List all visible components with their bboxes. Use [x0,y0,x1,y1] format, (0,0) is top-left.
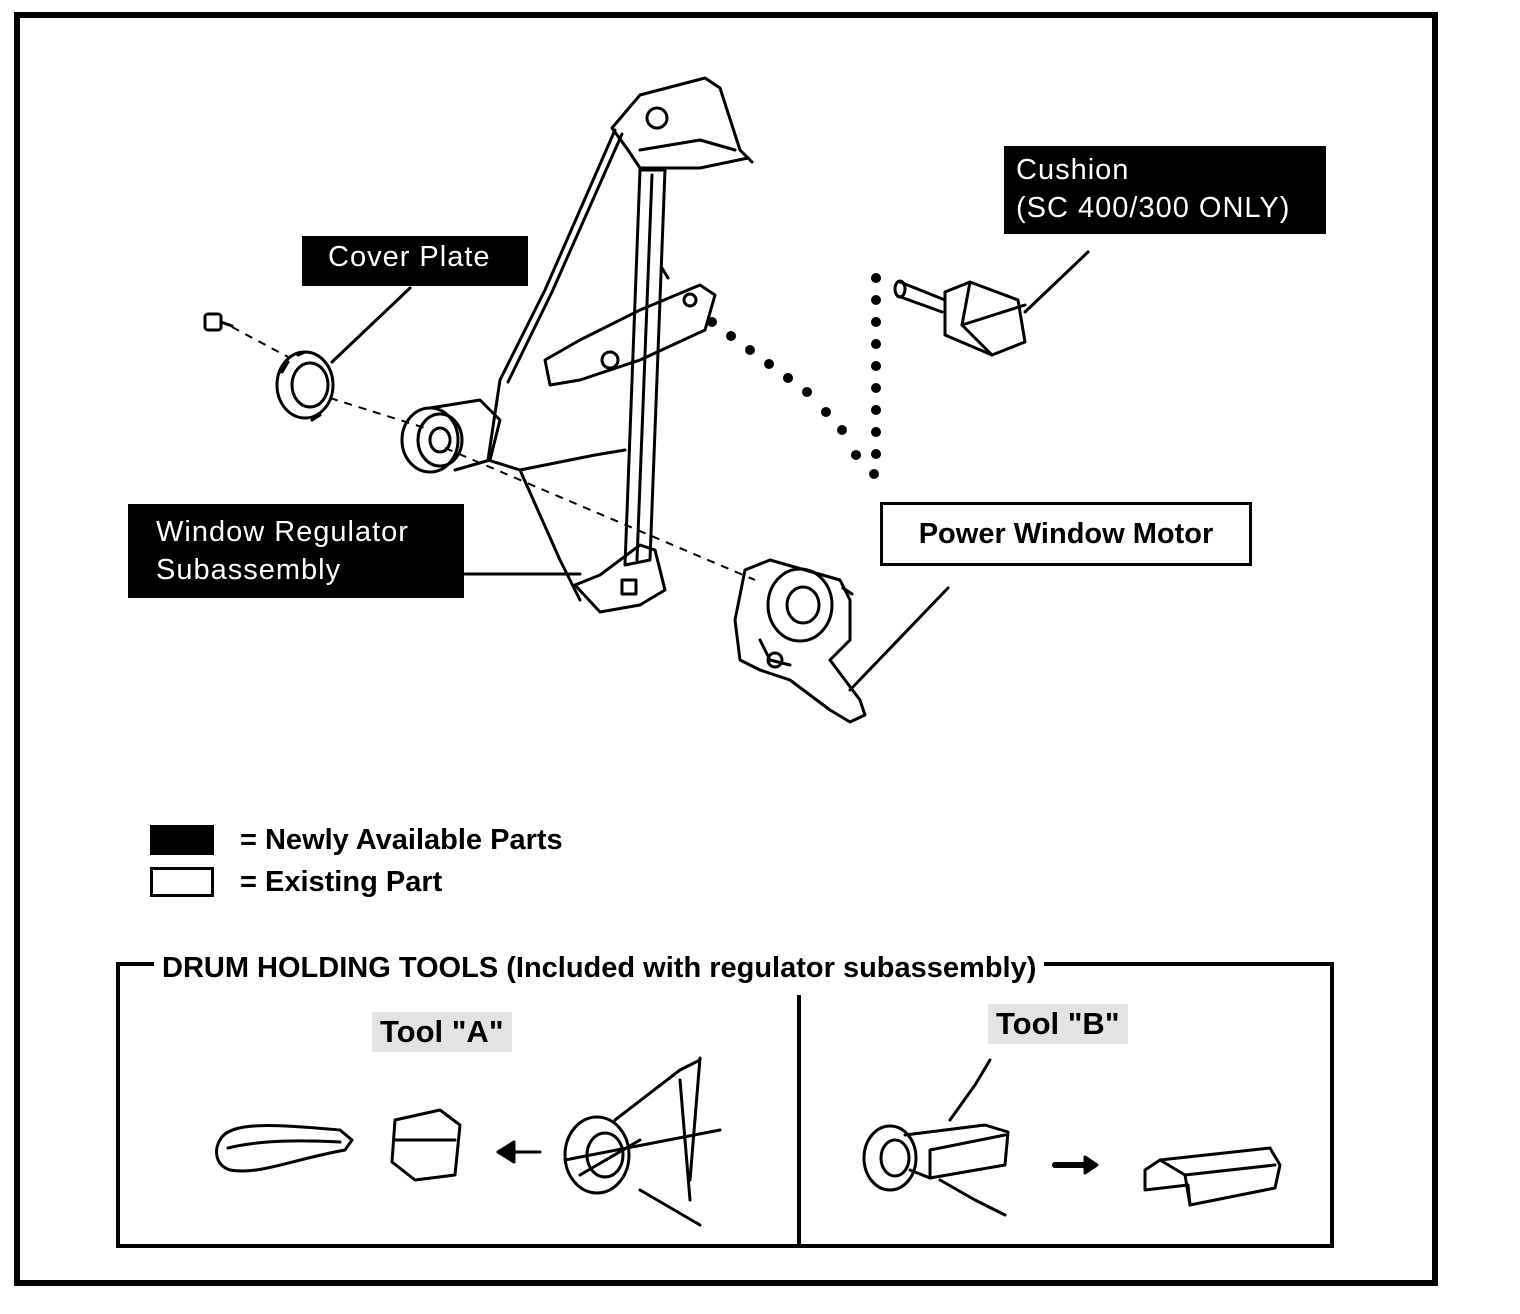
cover-plate-leader [330,286,412,364]
legend-existing-part: = Existing Part [150,864,442,900]
drum-holding-tools-box [116,962,1334,1248]
regulator-text-line1: Window Regulator [156,516,409,548]
legend-swatch-dark [150,825,214,855]
cushion-text-line2: (SC 400/300 ONLY) [1016,192,1291,224]
tools-divider [797,995,801,1247]
tool-a-illustration [215,1056,722,1227]
power-window-motor-drawing [733,558,867,724]
drum-holding-tools-title: DRUM HOLDING TOOLS (Included with regula… [154,950,1045,986]
diagram-frame [14,12,1438,1286]
cushion-location-dots [707,273,881,479]
assembly-dashed-lines [231,326,756,581]
window-regulator-drawing [400,76,754,614]
cushion-drawing [893,279,1027,357]
tool-b-label: Tool "B" [988,1004,1128,1044]
tool-b-illustration [862,1058,1282,1217]
cover-plate-text: Cover Plate [328,241,491,273]
power-window-motor-label: Power Window Motor [880,502,1252,566]
cushion-text-line1: Cushion [1016,154,1130,186]
motor-leader [848,586,950,692]
legend-new-parts: = Newly Available Parts [150,822,563,858]
legend-new-parts-text: = Newly Available Parts [240,823,563,856]
cushion-leader [1023,250,1090,314]
power-window-motor-text: Power Window Motor [918,517,1214,550]
regulator-text-line2: Subassembly [156,554,342,586]
cover-plate-drawing [203,312,335,422]
cover-plate-label: Cover Plate [302,236,528,286]
legend-swatch-light [150,867,214,897]
legend-existing-part-text: = Existing Part [240,865,443,898]
tool-a-label: Tool "A" [372,1012,512,1052]
cushion-label: Cushion (SC 400/300 ONLY) [1004,146,1326,234]
window-regulator-label: Window Regulator Subassembly [128,504,464,598]
